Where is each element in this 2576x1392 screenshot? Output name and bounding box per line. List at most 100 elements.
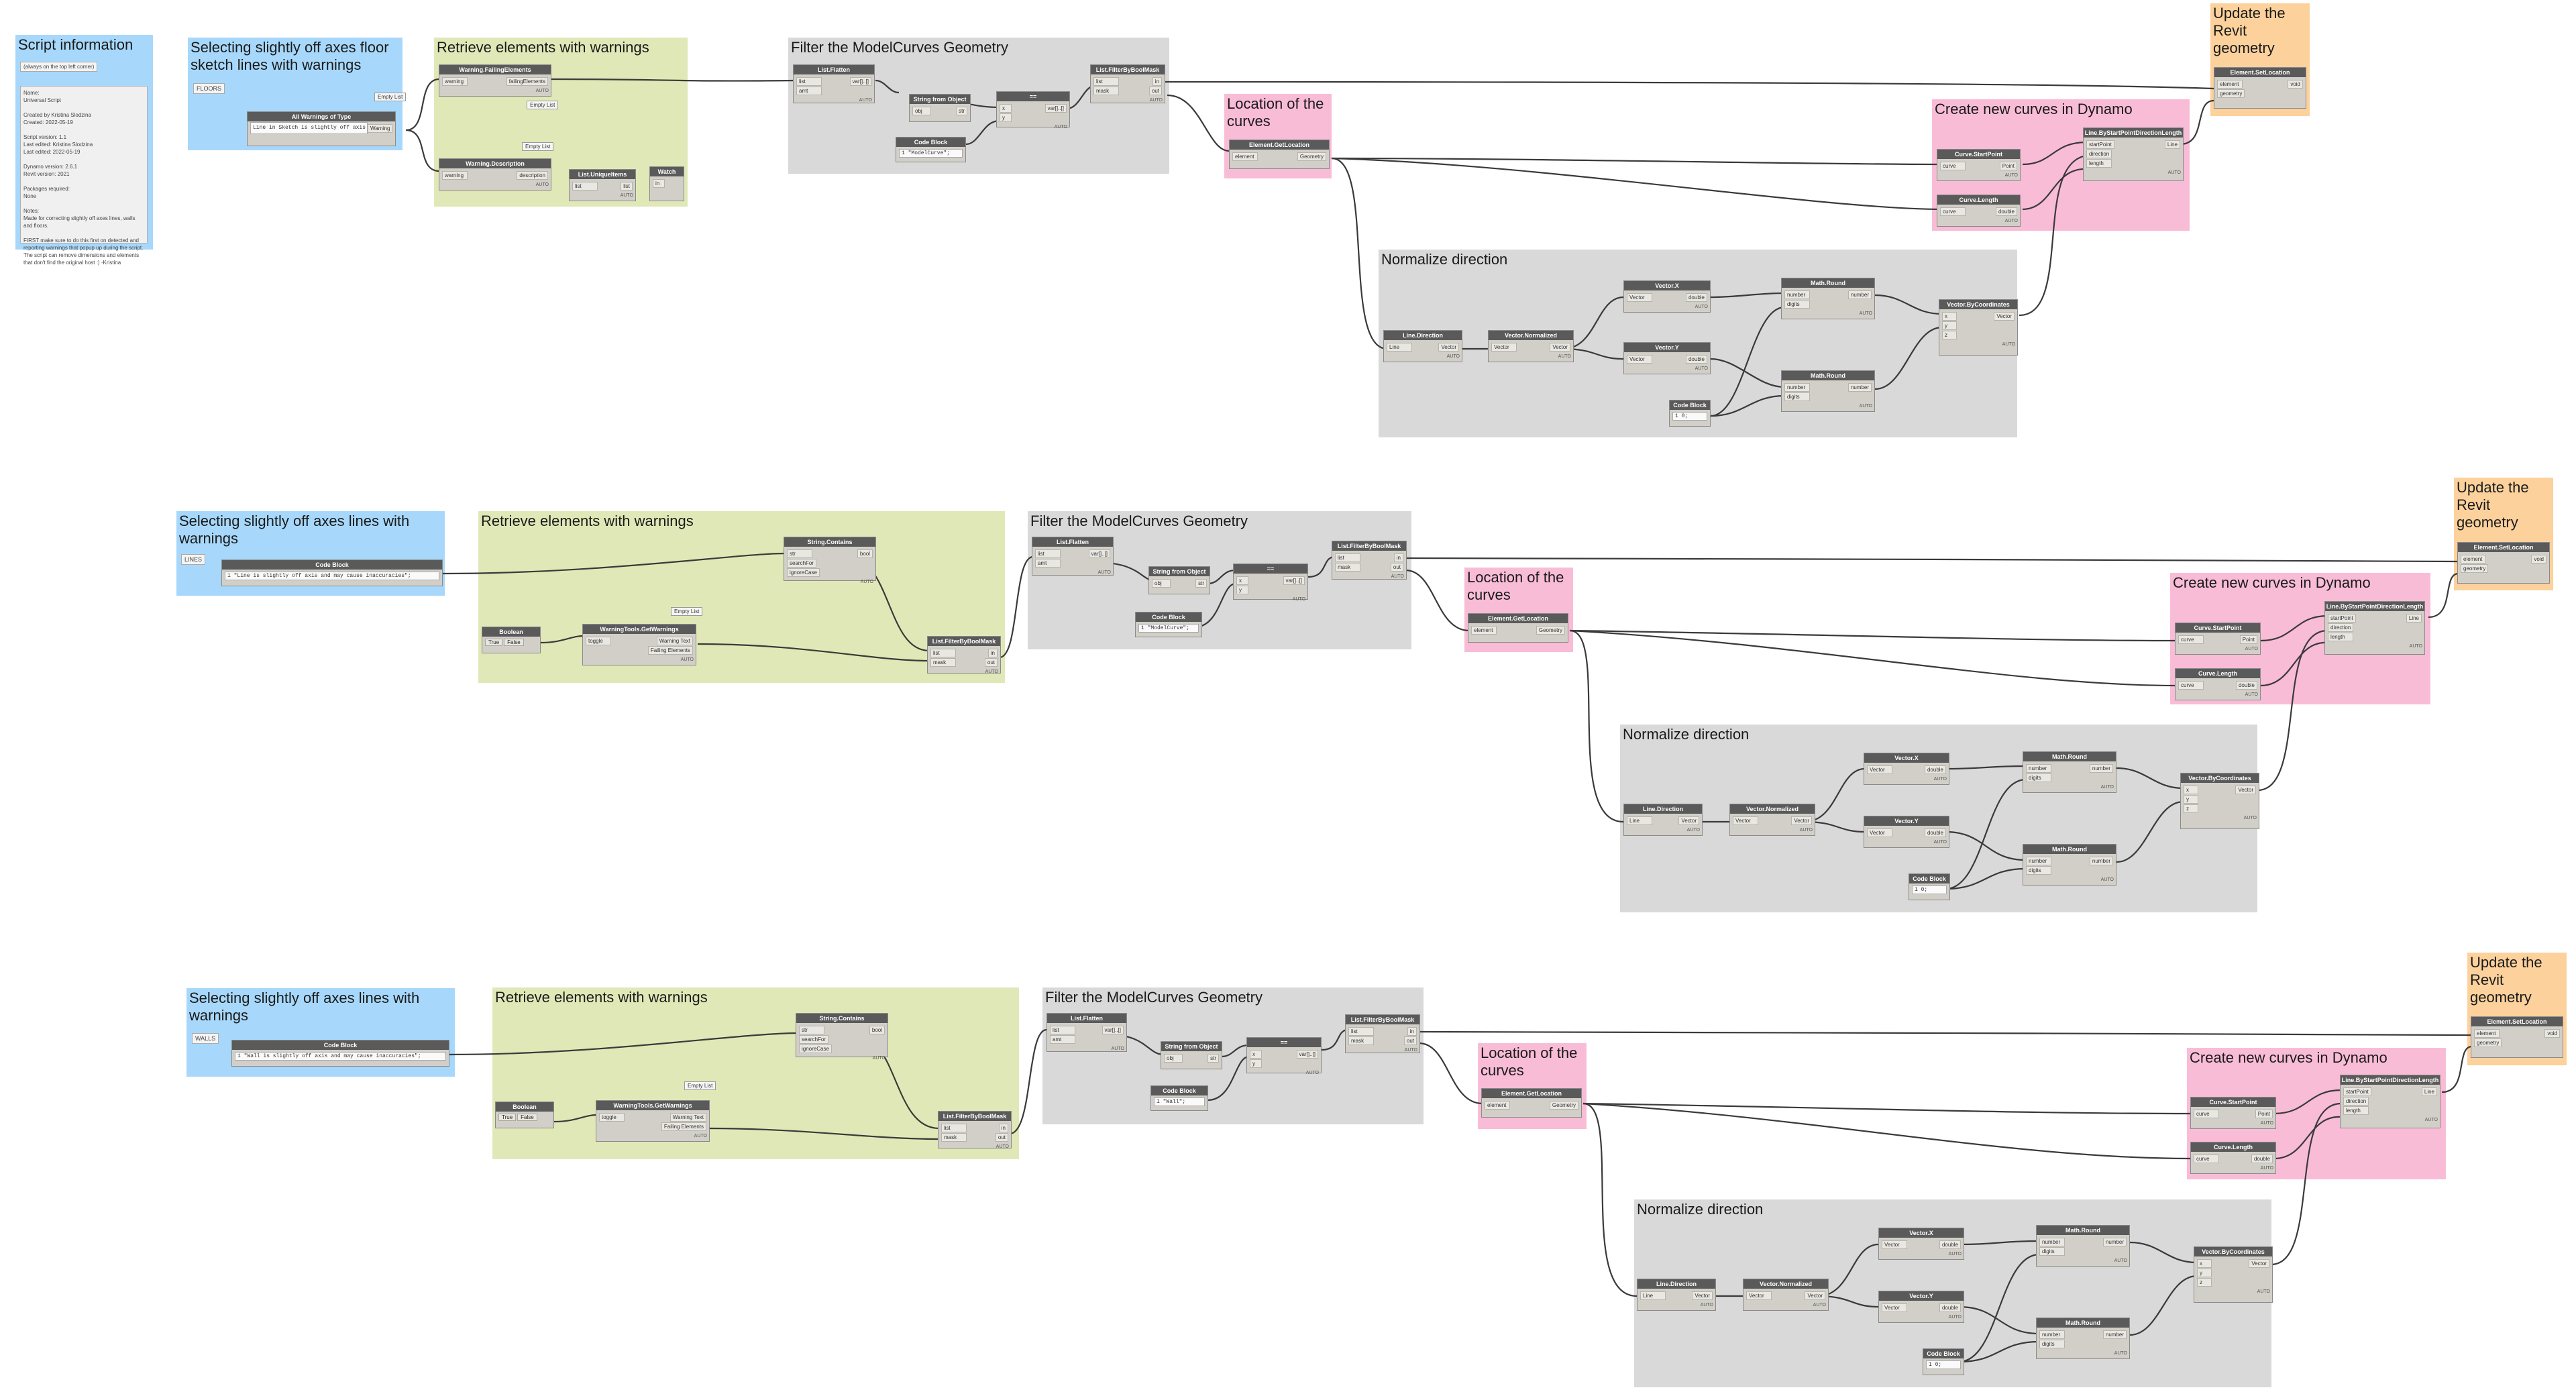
watch-node[interactable]: Watch in [649, 166, 684, 201]
port-vector-out[interactable]: Vector [1550, 342, 1570, 352]
port-vector[interactable]: Vector [1882, 1240, 1907, 1249]
port-void[interactable]: void [2288, 79, 2303, 89]
port-list[interactable]: list [930, 648, 956, 657]
port-amt[interactable]: amt [796, 86, 822, 95]
port-x[interactable]: x [2184, 785, 2198, 794]
port-list[interactable]: list [1050, 1025, 1075, 1034]
port-vector[interactable]: Vector [1491, 342, 1517, 352]
port-geometry[interactable]: Geometry [1549, 1100, 1578, 1110]
port-number[interactable]: number [1784, 382, 1810, 392]
code-text[interactable]: 1 "Wall"; [1154, 1097, 1205, 1106]
port-startpoint[interactable]: startPoint [2343, 1087, 2371, 1096]
port-element[interactable]: element [1485, 1100, 1510, 1110]
port-obj[interactable]: obj [1152, 578, 1171, 588]
port-digits[interactable]: digits [2026, 865, 2051, 875]
port-geometry[interactable]: Geometry [1536, 625, 1565, 635]
port-vector[interactable]: Vector [1746, 1291, 1772, 1300]
port-in-out[interactable]: in [998, 1123, 1008, 1132]
port-double[interactable]: double [1685, 354, 1707, 364]
port-str[interactable]: str [956, 106, 967, 115]
filter-group-1[interactable]: Filter the ModelCurves Geometry [788, 38, 1169, 174]
port-double[interactable]: double [1924, 765, 1946, 774]
port-number[interactable]: number [2039, 1237, 2065, 1246]
false-radio[interactable]: False [504, 639, 524, 646]
port-double[interactable]: double [1939, 1240, 1961, 1249]
port-vector[interactable]: Vector [1733, 816, 1758, 825]
port-out[interactable]: out [1148, 86, 1162, 95]
port-warning-text[interactable]: Warning Text [669, 1112, 706, 1122]
port-ignore-case[interactable]: ignoreCase [799, 1044, 832, 1053]
port-number-out[interactable]: number [2089, 763, 2113, 773]
code-block-filter-node[interactable]: Code Block 1 "ModelCurve"; [1135, 612, 1202, 637]
port-description[interactable]: description [517, 170, 548, 180]
port-number-out[interactable]: number [1847, 290, 1872, 299]
port-curve[interactable]: curve [1940, 161, 1966, 170]
port-vector-out[interactable]: Vector [1805, 1291, 1825, 1300]
port-y[interactable]: y [1942, 321, 1957, 330]
retrieve-group-2[interactable]: Retrieve elements with warnings [478, 511, 1005, 683]
port-list[interactable]: list [941, 1123, 967, 1132]
port-str[interactable]: str [799, 1025, 824, 1034]
port-out[interactable]: out [1403, 1036, 1417, 1045]
port-double[interactable]: double [1939, 1303, 1961, 1312]
port-length[interactable]: length [2328, 632, 2353, 641]
code-text[interactable]: 1 0; [1926, 1360, 1961, 1369]
port-line[interactable]: Line [2406, 613, 2422, 623]
port-line[interactable]: Line [1387, 342, 1412, 352]
code-block-filter-node[interactable]: Code Block 1 "Wall"; [1150, 1085, 1208, 1111]
port-obj[interactable]: obj [912, 106, 931, 115]
port-in-out[interactable]: in [1407, 1026, 1417, 1036]
port-curve[interactable]: curve [2194, 1109, 2219, 1118]
port-direction[interactable]: direction [2086, 149, 2112, 158]
port-out[interactable]: var[]..[] [1283, 576, 1305, 585]
port-number-out[interactable]: number [2102, 1237, 2127, 1246]
port-list[interactable]: list [1093, 76, 1119, 86]
port-element[interactable]: element [1232, 152, 1258, 161]
port-geometry[interactable]: geometry [2474, 1038, 2502, 1047]
port-void[interactable]: void [2531, 554, 2546, 564]
code-text[interactable]: 1 "ModelCurve"; [899, 149, 963, 158]
port-warning[interactable]: warning [442, 170, 468, 180]
code-block-text-node[interactable]: Code Block 1 "Line is slightly off axis … [221, 559, 443, 586]
code-block-digits-node[interactable]: Code Block 1 0; [1923, 1348, 1964, 1375]
port-out[interactable]: var[]..[] [1102, 1025, 1124, 1034]
port-list[interactable]: list [621, 181, 633, 191]
port-y[interactable]: y [2197, 1268, 2212, 1277]
port-vector[interactable]: Vector [2235, 785, 2256, 794]
port-z[interactable]: z [1942, 330, 1957, 339]
port-list[interactable]: list [1335, 553, 1360, 562]
false-radio[interactable]: False [517, 1114, 537, 1121]
port-point[interactable]: Point [2255, 1109, 2273, 1118]
port-vector[interactable]: Vector [1867, 765, 1892, 774]
port-geometry[interactable]: Geometry [1297, 152, 1326, 161]
port-failing-elements[interactable]: Failing Elements [647, 645, 693, 655]
port-mask[interactable]: mask [1348, 1036, 1374, 1045]
port-z[interactable]: z [2197, 1277, 2212, 1287]
